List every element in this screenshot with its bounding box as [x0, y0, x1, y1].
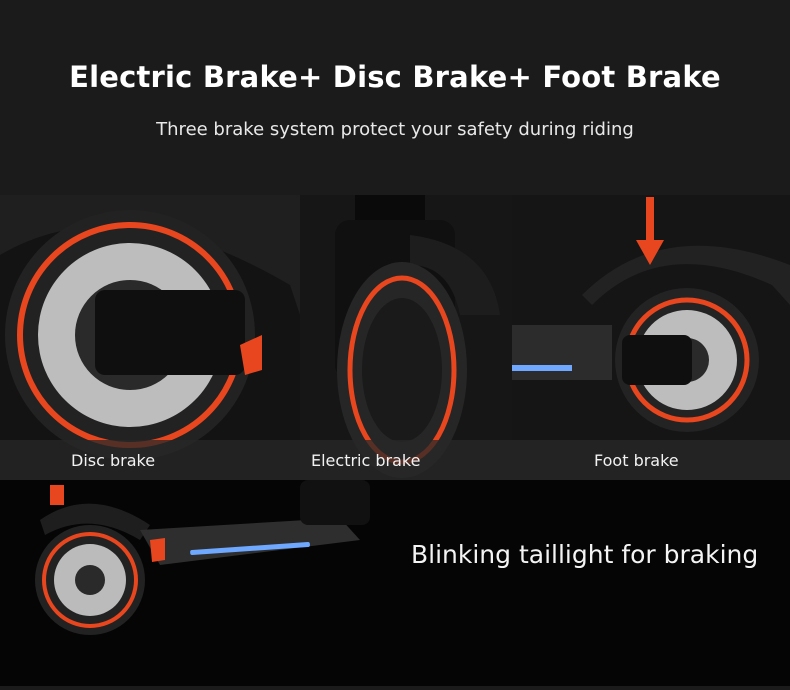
disc-brake-photo [0, 195, 300, 480]
foot-brake-label: Foot brake [594, 451, 679, 470]
electric-brake-label: Electric brake [311, 451, 421, 470]
page-subtitle: Three brake system protect your safety d… [156, 119, 634, 140]
taillight-caption: Blinking taillight for braking [411, 540, 759, 569]
taillight-section [0, 480, 790, 686]
disc-brake-label: Disc brake [71, 451, 156, 470]
label-bar [0, 440, 790, 480]
electric-brake-photo [300, 195, 512, 480]
arrow-down-icon [646, 197, 654, 242]
scooter-photo [35, 480, 370, 635]
foot-brake-photo [512, 195, 790, 480]
page-title: Electric Brake+ Disc Brake+ Foot Brake [69, 60, 721, 94]
